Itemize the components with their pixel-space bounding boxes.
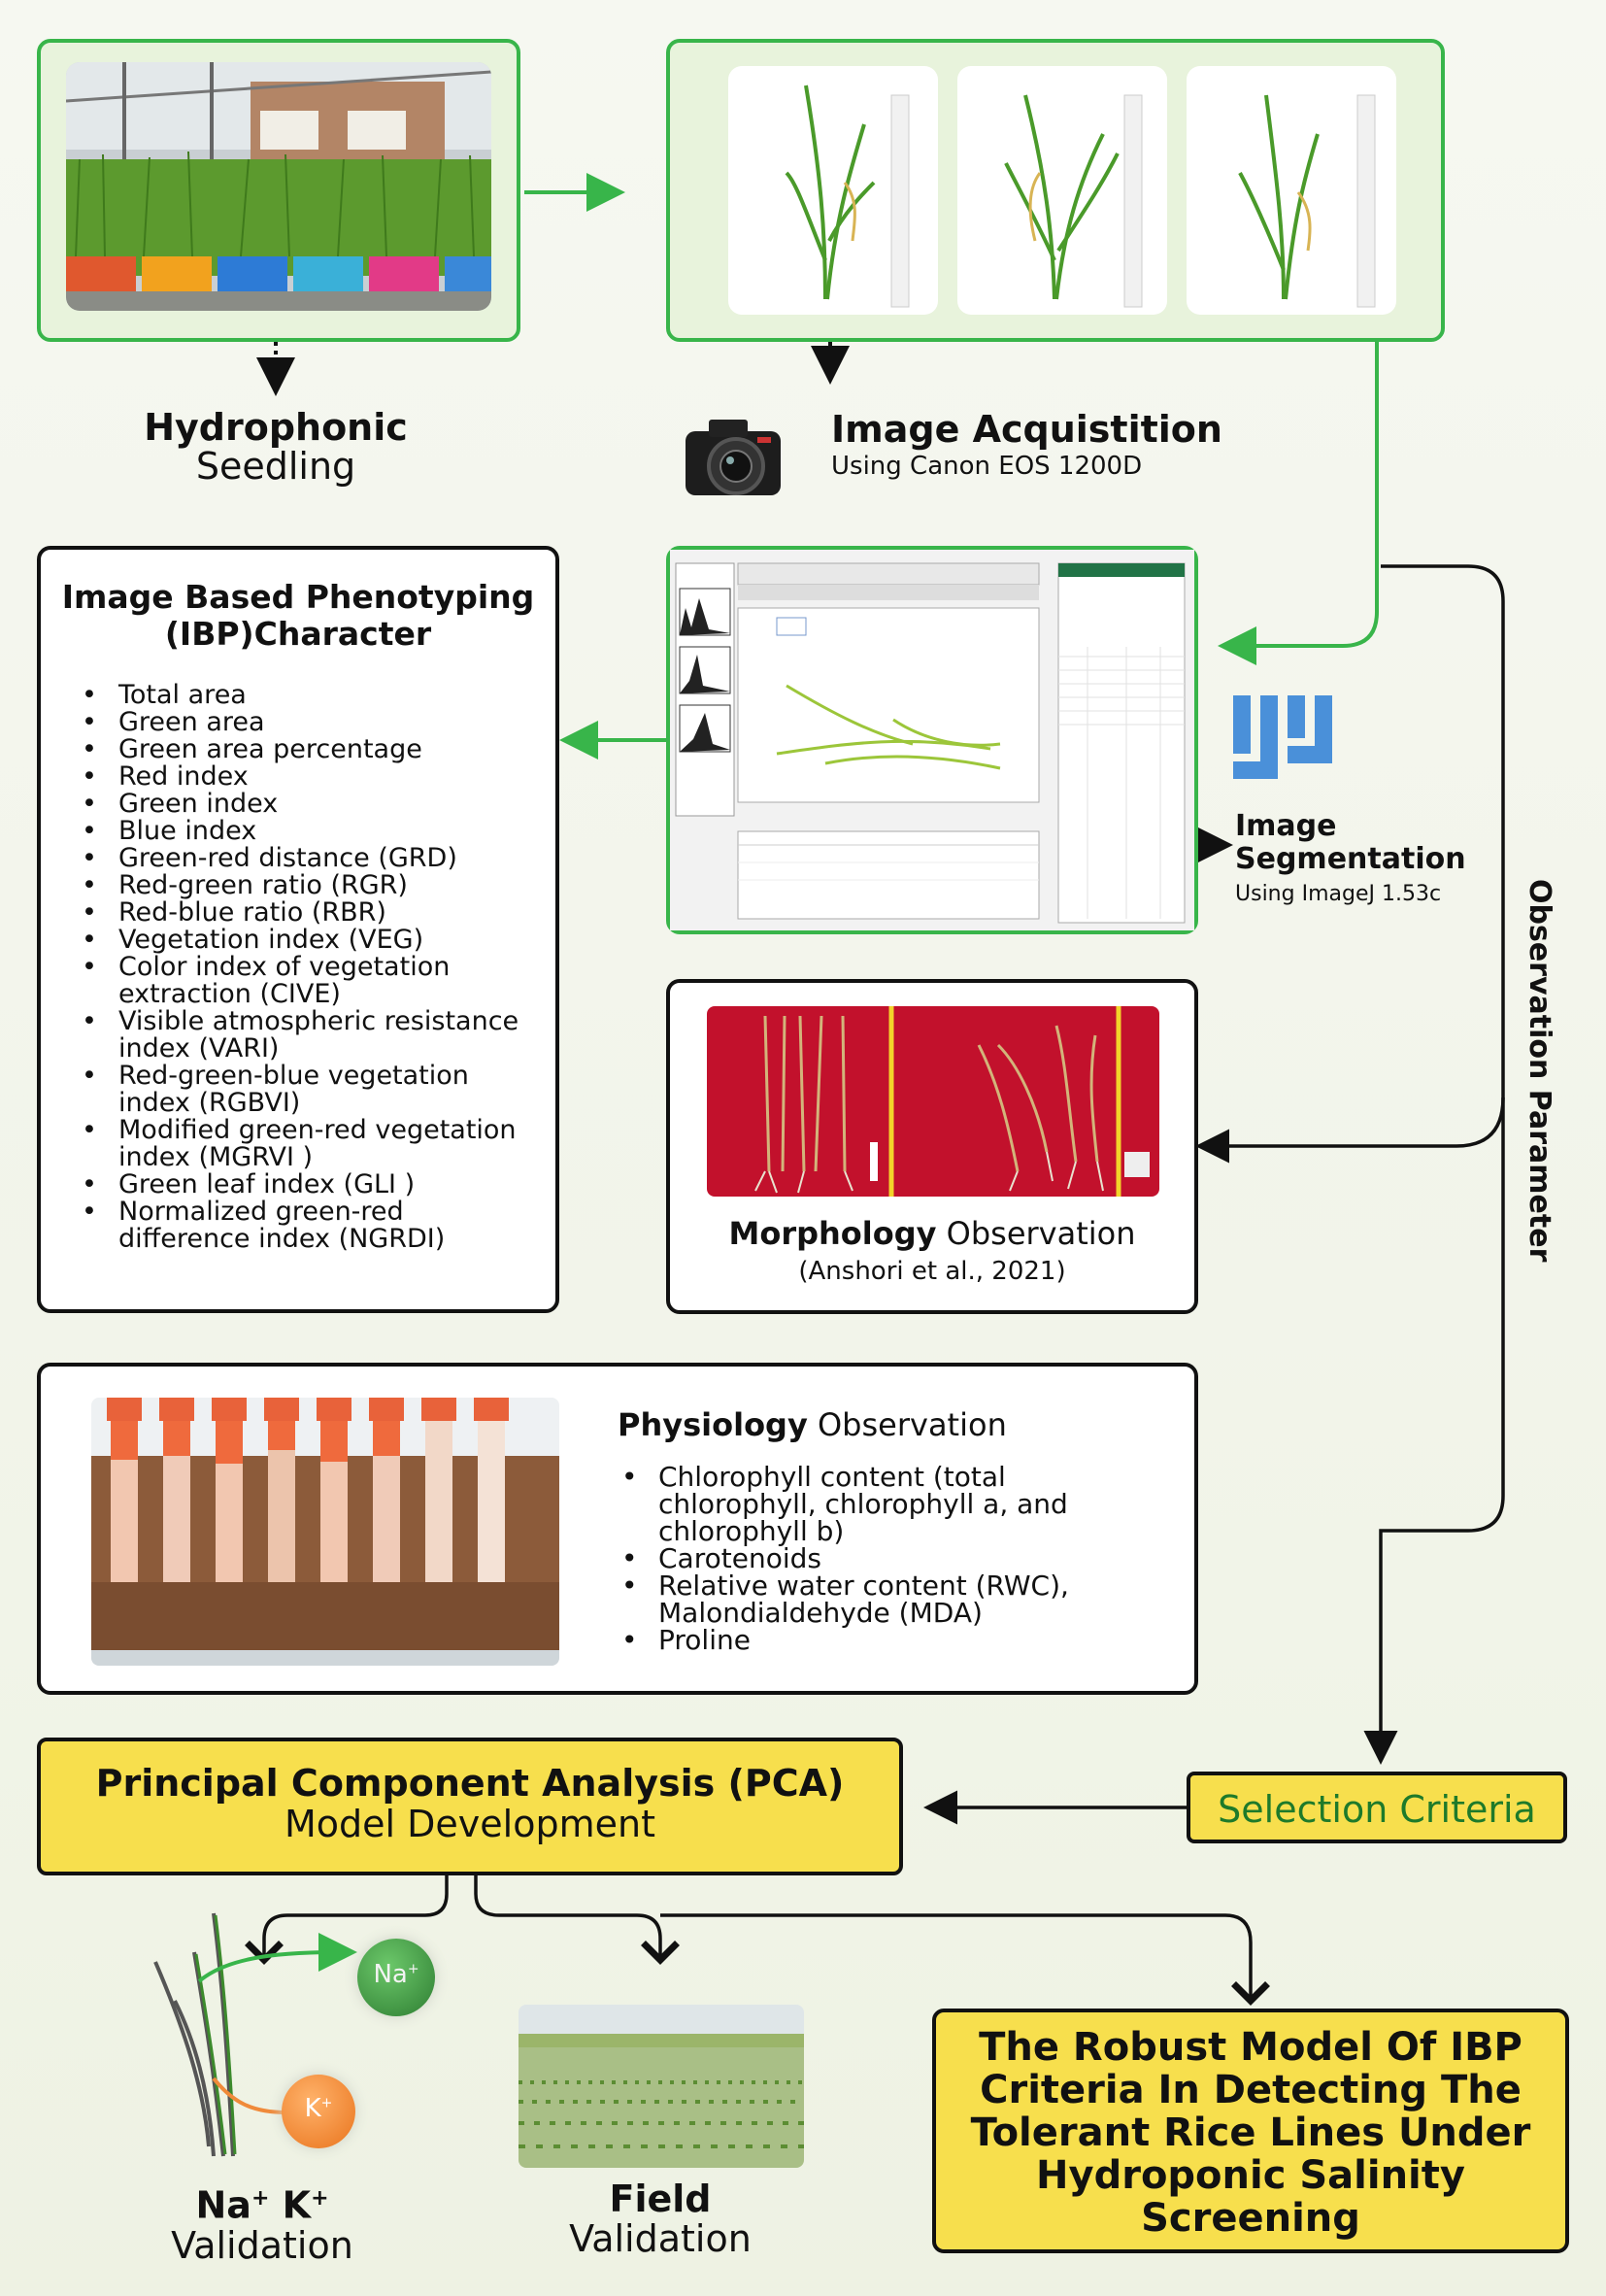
robust-line-2: Criteria In Detecting The: [980, 2068, 1522, 2112]
arrow-to-morphology: [1195, 1097, 1505, 1164]
ibp-character-item: Color index of vegetation extraction (CI…: [78, 954, 534, 1008]
ibp-character-list: Total areaGreen areaGreen area percentag…: [78, 682, 534, 1253]
acquisition-subtitle: Using Canon EOS 1200D: [831, 452, 1143, 481]
morphology-citation: (Anshori et al., 2021): [798, 1257, 1066, 1286]
segmentation-title-1: Image: [1235, 809, 1337, 843]
ibp-character-item: Red-green-blue vegetation index (RGBVI): [78, 1063, 534, 1117]
ibp-character-item: Green area: [78, 709, 534, 737]
selection-criteria-box: Selection Criteria: [1187, 1772, 1567, 1843]
arrow-pca-to-robust: [660, 1913, 1270, 2006]
ibp-character-item: Visible atmospheric resistance index (VA…: [78, 1008, 534, 1063]
ibp-character-item: Total area: [78, 682, 534, 710]
robust-line-1: The Robust Model Of IBP: [979, 2025, 1522, 2070]
greenhouse-seedling-image: [66, 62, 491, 311]
pca-label: Principal Component Analysis (PCA) Model…: [41, 1763, 899, 1844]
morphology-box: Morphology Observation (Anshori et al., …: [666, 979, 1198, 1314]
arrow-pca-to-nak: [245, 1875, 449, 1965]
k-ion-label: K+: [304, 2094, 333, 2123]
rice-plant-photo-3: [1187, 66, 1396, 315]
field-photo: [519, 2005, 804, 2168]
acquisition-label: Image Acquistition Using Canon EOS 1200D: [831, 408, 1239, 482]
physiology-item: Relative water content (RWC), Malondiald…: [618, 1572, 1103, 1627]
ibp-character-item: Red index: [78, 763, 534, 792]
physiology-item: Proline: [618, 1627, 1103, 1655]
morphology-title-rest: Observation: [936, 1215, 1136, 1252]
physiology-title: Physiology Observation: [618, 1405, 1161, 1444]
physiology-item: Carotenoids: [618, 1545, 1103, 1573]
physiology-title-bold: Physiology: [618, 1406, 808, 1443]
rice-plant-photo-2: [957, 66, 1167, 315]
morphology-photo: [707, 1006, 1159, 1197]
acquisition-photo-frame: [666, 39, 1445, 342]
seedling-photo: [66, 62, 491, 311]
segmentation-label: Image Segmentation Using ImageJ 1.53c: [1235, 810, 1478, 909]
field-title: Field: [609, 2178, 712, 2220]
hydrophonic-label: Hydrophonic Seedling: [136, 408, 416, 486]
ibp-title-line-1: Image Based Phenotyping: [61, 578, 535, 616]
morphology-title-bold: Morphology: [728, 1215, 937, 1252]
nak-subtitle: Validation: [171, 2223, 353, 2267]
pca-subtitle: Model Development: [284, 1803, 655, 1845]
observation-parameter-label: Observation Parameter: [1522, 879, 1556, 1263]
ibp-character-item: Vegetation index (VEG): [78, 927, 534, 955]
robust-line-3: Tolerant Rice Lines Under: [970, 2110, 1531, 2155]
segmentation-title-2: Segmentation: [1235, 842, 1466, 876]
ibp-character-item: Green area percentage: [78, 736, 534, 764]
ibp-character-box: Image Based Phenotyping (IBP)Character T…: [37, 546, 559, 1313]
physiology-title-rest: Observation: [807, 1406, 1007, 1443]
observation-parameter-bracket: [1363, 564, 1505, 1765]
segmentation-subtitle: Using ImageJ 1.53c: [1235, 882, 1442, 906]
k-ion-icon: K+: [282, 2075, 355, 2148]
arrow-pca-to-field: [474, 1875, 680, 1965]
nak-title: Na+ K+: [195, 2183, 329, 2227]
rice-roots-on-red-image: [707, 1006, 1159, 1197]
rice-plant-image: [785, 84, 910, 308]
robust-model-title: The Robust Model Of IBP Criteria In Dete…: [936, 2026, 1565, 2240]
ibp-character-item: Green index: [78, 791, 534, 819]
seedling-photo-frame: [37, 39, 520, 342]
morphology-title: Morphology Observation: [670, 1214, 1194, 1253]
ibp-character-item: Red-blue ratio (RBR): [78, 899, 534, 928]
pca-box: Principal Component Analysis (PCA) Model…: [37, 1738, 903, 1875]
robust-model-box: The Robust Model Of IBP Criteria In Dete…: [932, 2009, 1569, 2253]
robust-line-4: Hydroponic Salinity: [1036, 2153, 1465, 2198]
rice-plant-image: [1004, 94, 1143, 308]
ibp-character-item: Red-green ratio (RGR): [78, 872, 534, 900]
pca-title: Principal Component Analysis (PCA): [95, 1762, 845, 1805]
rice-plant-photo-1: [728, 66, 938, 315]
ibp-character-item: Green-red distance (GRD): [78, 845, 534, 873]
field-subtitle: Validation: [569, 2217, 752, 2260]
rice-ion-uptake-image: [153, 1912, 357, 2157]
ibp-character-item: Blue index: [78, 818, 534, 846]
physiology-box: Physiology Observation Chlorophyll conte…: [37, 1363, 1198, 1695]
na-ion-icon: Na+: [357, 1939, 435, 2016]
imagej-screenshot-frame: [666, 546, 1198, 934]
physiology-list: Chlorophyll content (total chlorophyll, …: [618, 1464, 1103, 1655]
ibp-title-line-2: (IBP)Character: [164, 615, 432, 653]
robust-line-5: Screening: [1141, 2196, 1360, 2241]
physiology-photo: [91, 1398, 559, 1666]
selection-criteria-label: Selection Criteria: [1218, 1788, 1536, 1831]
ibp-character-item: Modified green-red vegetation index (MGR…: [78, 1117, 534, 1171]
ibp-character-item: Green leaf index (GLI ): [78, 1171, 534, 1199]
hydrophonic-title: Hydrophonic: [144, 406, 408, 449]
ibp-title: Image Based Phenotyping (IBP)Character: [41, 579, 555, 653]
fiji-logo-icon: [1225, 686, 1340, 802]
field-label: Field Validation: [524, 2179, 796, 2259]
rice-plant-image: [1238, 94, 1376, 308]
camera-icon: [680, 400, 786, 507]
rice-field-image: [519, 2005, 804, 2168]
ibp-character-item: Normalized green-red difference index (N…: [78, 1199, 534, 1253]
arrow-acquisition-to-segmentation: [1218, 342, 1379, 665]
physiology-item: Chlorophyll content (total chlorophyll, …: [618, 1464, 1103, 1545]
na-ion-label: Na+: [373, 1960, 419, 1989]
nak-label: Na+ K+ Validation: [126, 2179, 398, 2266]
acquisition-title: Image Acquistition: [831, 408, 1222, 451]
imagej-screenshot: [670, 550, 1194, 930]
test-tubes-image: [91, 1398, 559, 1666]
nak-illustration: [117, 1894, 437, 2176]
hydrophonic-subtitle: Seedling: [195, 445, 356, 488]
